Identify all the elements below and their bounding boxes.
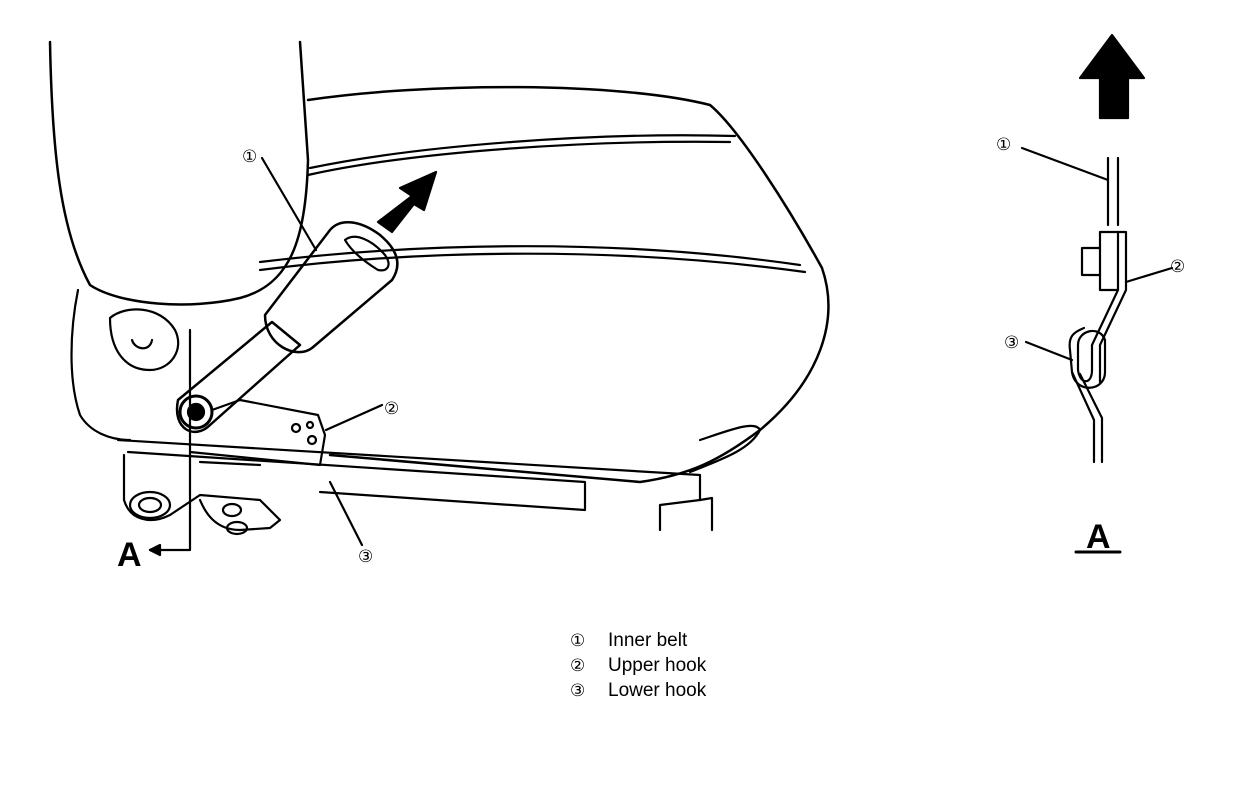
legend-item-upper-hook: ② Upper hook	[570, 653, 706, 678]
detail-view-label: A	[1086, 518, 1111, 556]
section-line	[148, 328, 192, 552]
legend-item-lower-hook: ③ Lower hook	[570, 678, 706, 703]
legend-number: ①	[570, 630, 586, 650]
detail-callout-1: ①	[996, 135, 1011, 154]
detail-callout-2: ②	[1170, 257, 1185, 276]
upper-hook-section	[1098, 230, 1128, 384]
legend-text: Upper hook	[608, 654, 707, 676]
up-arrow	[1078, 33, 1146, 120]
legend-number: ③	[570, 680, 586, 700]
upper-hook	[188, 398, 327, 467]
seat-cushion	[306, 85, 830, 484]
view-a-label: A	[117, 536, 142, 574]
inner-belt	[175, 320, 302, 434]
belt-buckle	[263, 221, 399, 354]
seat-back	[48, 40, 310, 306]
detail-callout-3: ③	[1004, 333, 1019, 352]
legend: ① Inner belt ② Upper hook ③ Lower hook	[570, 628, 706, 703]
legend-text: Lower hook	[608, 679, 707, 701]
callout-3: ③	[358, 547, 373, 566]
legend-number: ②	[570, 655, 586, 675]
callout-2: ②	[384, 399, 399, 418]
detail-view-a	[1020, 33, 1174, 554]
seat-illustration	[48, 40, 830, 557]
legend-text: Inner belt	[608, 629, 688, 651]
direction-arrow	[376, 170, 438, 234]
legend-item-inner-belt: ① Inner belt	[570, 628, 706, 653]
callout-1: ①	[242, 147, 257, 166]
